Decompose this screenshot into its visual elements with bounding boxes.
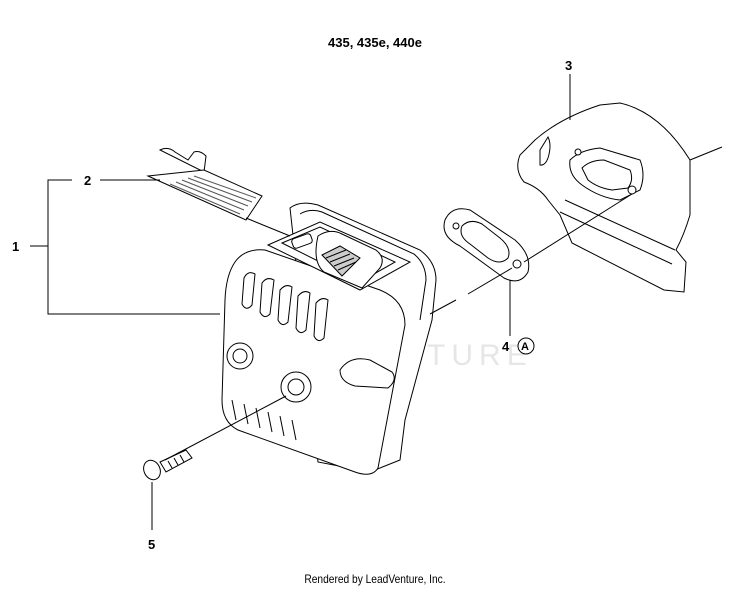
callout-1: 1 <box>12 239 19 254</box>
spark-screen-part[interactable] <box>146 147 263 221</box>
reference-circle <box>517 337 535 355</box>
diagram-title: 435, 435e, 440e <box>328 35 422 50</box>
callout-5: 5 <box>148 537 155 552</box>
gasket-part[interactable] <box>443 208 530 282</box>
leader-lines <box>30 74 633 530</box>
screw-part[interactable] <box>141 449 193 482</box>
callout-a: A <box>521 341 529 353</box>
callout-4: 4 <box>502 339 510 354</box>
muffler-part[interactable] <box>221 202 437 475</box>
callout-2: 2 <box>84 173 91 188</box>
callout-3: 3 <box>565 58 572 73</box>
footer-credit: Rendered by LeadVenture, Inc. <box>304 572 446 586</box>
heat-shield-part[interactable] <box>517 102 723 293</box>
